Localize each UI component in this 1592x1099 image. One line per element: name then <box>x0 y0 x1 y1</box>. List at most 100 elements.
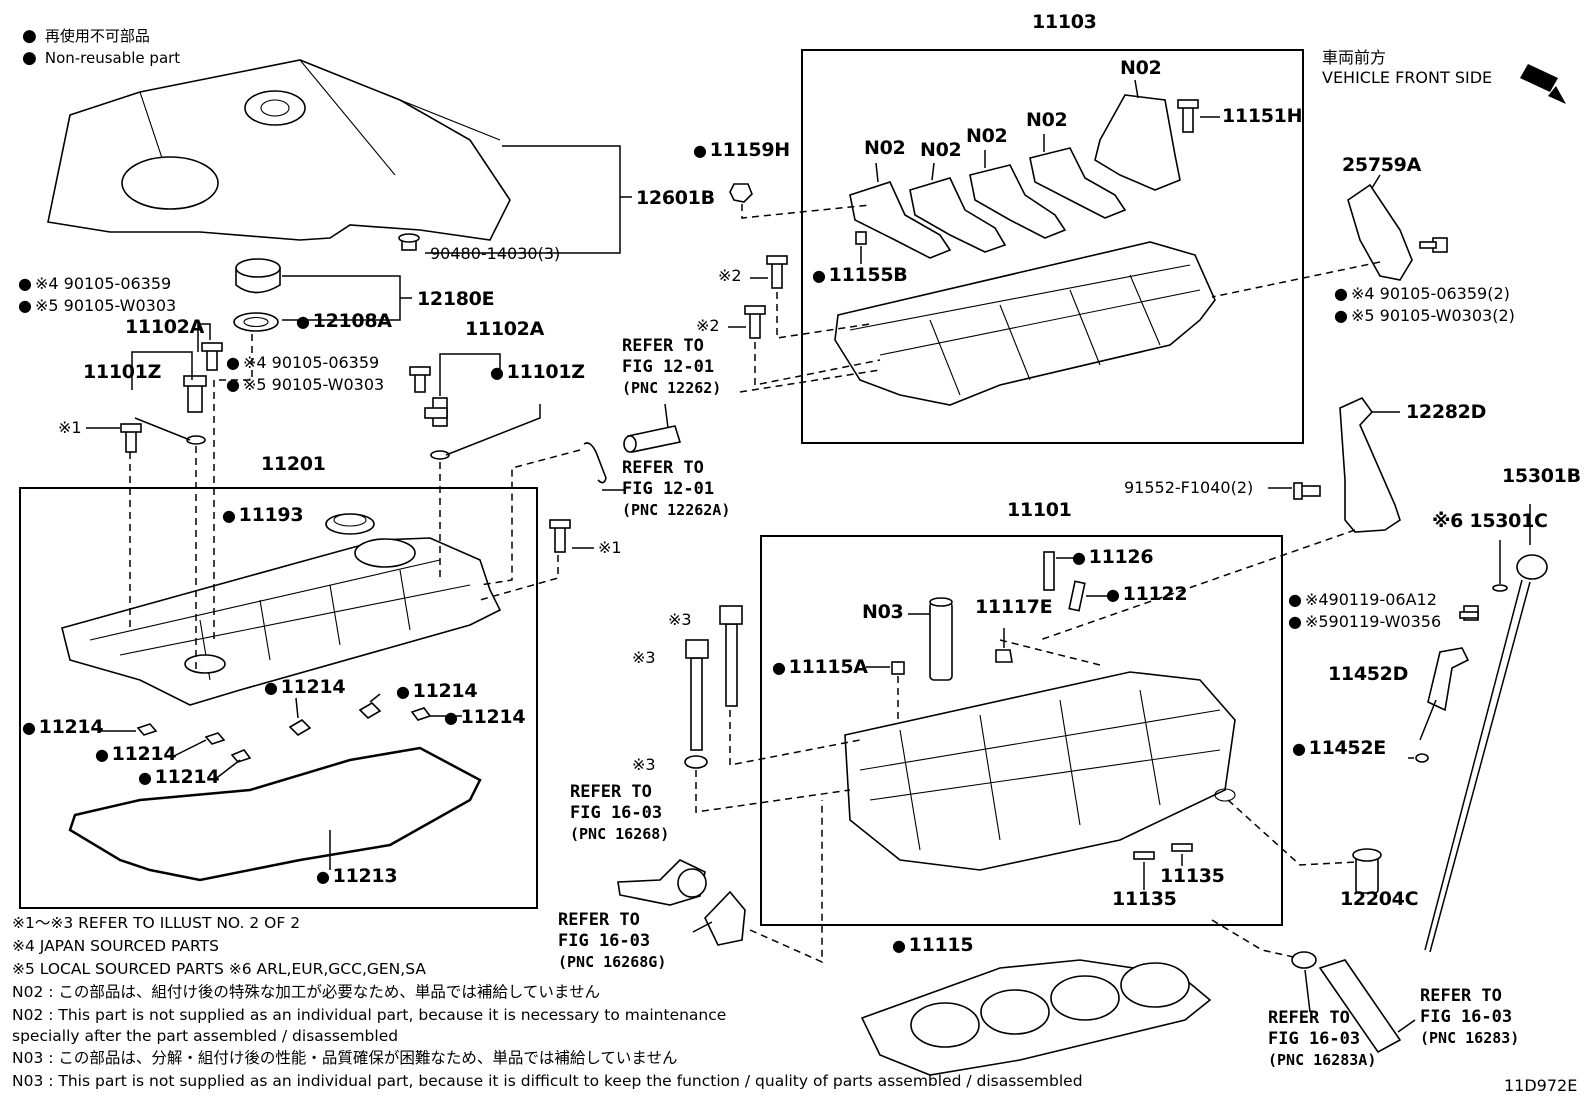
label-ast1-right[interactable]: ※1 <box>598 538 622 557</box>
label-N02-2[interactable]: N02 <box>1026 109 1068 131</box>
label-11101Z-right[interactable]: 11101Z <box>490 363 585 382</box>
bolt-ast2-a[interactable] <box>766 255 788 289</box>
label-90105-06359-middle[interactable]: ※4 90105-06359 <box>226 355 379 371</box>
label-ast1-left[interactable]: ※1 <box>58 418 82 437</box>
water-pipe-16268[interactable] <box>617 859 707 906</box>
label-12282D[interactable]: 12282D <box>1406 401 1487 423</box>
label-15301C[interactable]: ※6 15301C <box>1432 510 1548 532</box>
bolt-11151H[interactable] <box>1177 99 1199 133</box>
label-90480-14030[interactable]: 90480-14030(3) <box>430 244 561 263</box>
cam-sensor-right[interactable] <box>424 397 448 427</box>
refer-16268G[interactable]: REFER TO FIG 16-03 (PNC 16268G) <box>558 910 666 973</box>
label-90105-W0303-2[interactable]: ※5 90105-W0303(2) <box>1334 308 1515 324</box>
label-11135-b[interactable]: 11135 <box>1112 888 1177 910</box>
bolt-ast1-right[interactable] <box>549 519 571 553</box>
camshaft-bearing-caps[interactable] <box>849 94 1181 259</box>
cylinder-head[interactable] <box>844 671 1236 871</box>
head-bolt-washer[interactable] <box>684 755 708 769</box>
small-gasket-11214[interactable] <box>136 701 432 763</box>
label-11201[interactable]: 11201 <box>261 453 326 475</box>
label-N02-1[interactable]: N02 <box>1120 57 1162 79</box>
hose-clip[interactable] <box>583 442 607 484</box>
label-N02-5[interactable]: N02 <box>864 137 906 159</box>
label-12601B[interactable]: 12601B <box>636 187 715 209</box>
bracket-25759A[interactable] <box>1347 183 1413 281</box>
label-ast3-c[interactable]: ※3 <box>632 755 656 774</box>
bolt-90105-middle[interactable] <box>409 366 431 393</box>
oil-level-gauge[interactable] <box>1424 554 1548 953</box>
ventilation-hose[interactable] <box>623 425 682 453</box>
label-11452E[interactable]: 11452E <box>1292 739 1387 758</box>
pin-11155B[interactable] <box>855 231 867 245</box>
refer-16268[interactable]: REFER TO FIG 16-03 (PNC 16268) <box>570 782 669 845</box>
label-11102A-right[interactable]: 11102A <box>465 318 545 340</box>
cover-grommet[interactable] <box>398 233 420 251</box>
label-11214-b[interactable]: 11214 <box>396 682 478 701</box>
label-ast3-a[interactable]: ※3 <box>668 610 692 629</box>
label-11214-f[interactable]: 11214 <box>138 768 220 787</box>
label-12108A[interactable]: 12108A <box>296 312 392 331</box>
bolt-90105-bracket[interactable] <box>1419 237 1448 253</box>
label-11214-d[interactable]: 11214 <box>22 718 104 737</box>
o-ring-11452E[interactable] <box>1415 753 1429 763</box>
plug-12204C[interactable] <box>1352 848 1382 894</box>
refer-12262[interactable]: REFER TO FIG 12-01 (PNC 12262) <box>622 336 721 399</box>
label-12204C[interactable]: 12204C <box>1340 888 1419 910</box>
label-11214-c[interactable]: 11214 <box>444 708 526 727</box>
head-cover-gasket[interactable] <box>68 746 482 882</box>
gasket-16268G[interactable] <box>704 890 746 946</box>
label-25759A[interactable]: 25759A <box>1342 154 1422 176</box>
pin-11126[interactable] <box>1043 551 1055 591</box>
plug-11159H[interactable] <box>729 183 753 203</box>
label-N03[interactable]: N03 <box>862 601 904 623</box>
label-90119-06A12[interactable]: ※490119-06A12 <box>1288 592 1437 608</box>
head-pins-11135[interactable] <box>1133 843 1193 860</box>
label-90105-W0303-middle[interactable]: ※5 90105-W0303 <box>226 377 384 393</box>
label-ast2-b[interactable]: ※2 <box>696 316 720 335</box>
label-11117E[interactable]: 11117E <box>975 596 1053 618</box>
clamp-16283A[interactable] <box>1291 951 1317 969</box>
head-bolt-long[interactable] <box>719 605 743 707</box>
label-11126[interactable]: 11126 <box>1072 548 1154 567</box>
plug-11117E[interactable] <box>995 649 1013 663</box>
label-90105-W0303-left[interactable]: ※5 90105-W0303 <box>18 298 176 314</box>
bolt-ast2-b[interactable] <box>744 305 766 339</box>
hook-12282D[interactable] <box>1339 396 1401 533</box>
cam-sensor-left[interactable] <box>183 375 207 413</box>
o-ring-15301C[interactable] <box>1492 584 1508 592</box>
label-11214-a[interactable]: 11214 <box>264 678 346 697</box>
label-90119-W0356[interactable]: ※590119-W0356 <box>1288 614 1441 630</box>
refer-16283A[interactable]: REFER TO FIG 16-03 (PNC 16283A) <box>1268 1008 1376 1071</box>
bolt-90105-left[interactable] <box>201 342 223 371</box>
cylinder-head-cover[interactable] <box>61 537 502 706</box>
bolt-90119[interactable] <box>1459 605 1479 621</box>
guide-11452D[interactable] <box>1419 647 1470 741</box>
label-11135-a[interactable]: 11135 <box>1160 865 1225 887</box>
camshaft-housing[interactable] <box>834 241 1216 406</box>
refer-12262A[interactable]: REFER TO FIG 12-01 (PNC 12262A) <box>622 458 730 521</box>
engine-cover[interactable] <box>47 59 511 241</box>
oil-filler-gasket[interactable] <box>233 312 279 332</box>
label-11155B[interactable]: 11155B <box>812 266 908 285</box>
label-11103[interactable]: 11103 <box>1032 11 1097 33</box>
label-N02-4[interactable]: N02 <box>920 139 962 161</box>
label-11102A-left[interactable]: 11102A <box>125 316 205 338</box>
o-ring-right[interactable] <box>430 450 450 460</box>
cover-cap-11193[interactable] <box>325 513 375 535</box>
guide-N03[interactable] <box>929 597 953 681</box>
label-11101[interactable]: 11101 <box>1007 499 1072 521</box>
head-gasket[interactable] <box>860 959 1212 1076</box>
stud-91552[interactable] <box>1293 482 1321 500</box>
oil-filler-cap[interactable] <box>235 258 281 294</box>
label-11115[interactable]: 11115 <box>892 936 974 955</box>
pin-11115A[interactable] <box>891 661 905 675</box>
label-15301B[interactable]: 15301B <box>1502 465 1581 487</box>
pin-11122[interactable] <box>1068 580 1086 612</box>
label-11159H[interactable]: 11159H <box>693 141 791 160</box>
head-bolt-short[interactable] <box>685 639 709 751</box>
label-11213[interactable]: 11213 <box>316 867 398 886</box>
refer-16283[interactable]: REFER TO FIG 16-03 (PNC 16283) <box>1420 986 1519 1049</box>
label-11193[interactable]: 11193 <box>222 506 304 525</box>
bolt-ast1-left[interactable] <box>120 423 142 453</box>
label-ast2-a[interactable]: ※2 <box>718 266 742 285</box>
